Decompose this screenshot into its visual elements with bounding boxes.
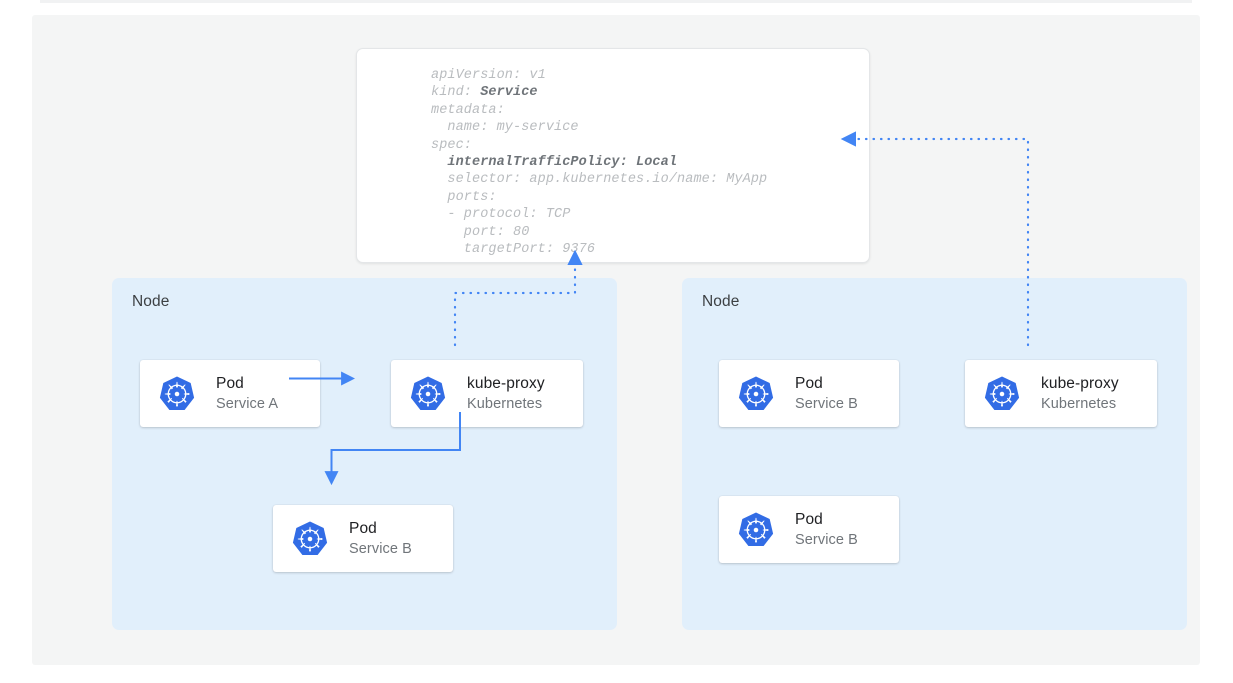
card-subtitle: Service B <box>795 531 858 548</box>
card-pod-service-b-left[interactable]: Pod Service B <box>273 505 453 572</box>
card-title: Pod <box>795 510 823 528</box>
node-left-label: Node <box>132 293 170 310</box>
kubernetes-icon <box>158 375 196 413</box>
top-strip <box>40 0 1192 3</box>
yaml-line: apiVersion: v1 <box>431 68 546 83</box>
kubernetes-icon <box>291 520 329 558</box>
yaml-line: metadata: <box>431 102 505 118</box>
yaml-line: internalTrafficPolicy: Local <box>431 155 678 171</box>
card-kube-proxy-right[interactable]: kube-proxy Kubernetes <box>965 360 1157 427</box>
yaml-line: kind: Service <box>431 85 538 101</box>
kubernetes-icon <box>737 511 775 549</box>
kubernetes-icon <box>983 375 1021 413</box>
card-kube-proxy-left[interactable]: kube-proxy Kubernetes <box>391 360 583 427</box>
card-title: Pod <box>349 519 377 537</box>
card-subtitle: Kubernetes <box>1041 395 1117 412</box>
card-subtitle: Service B <box>795 395 858 412</box>
card-pod-service-b-right[interactable]: Pod Service B <box>719 360 899 427</box>
card-subtitle: Service B <box>349 540 412 557</box>
yaml-line: - protocol: TCP <box>431 207 571 223</box>
card-pod-service-a[interactable]: Pod Service A <box>140 360 320 427</box>
node-panel-right: Node <box>682 278 1187 630</box>
card-subtitle: Kubernetes <box>467 395 543 412</box>
card-title: kube-proxy <box>1041 374 1119 392</box>
yaml-line: name: my-service <box>431 120 579 136</box>
card-title: Pod <box>216 374 244 392</box>
card-subtitle: Service A <box>216 395 279 412</box>
yaml-line: port: 80 <box>431 224 530 240</box>
yaml-line: targetPort: 9376 <box>431 242 596 258</box>
kubernetes-icon <box>409 375 447 413</box>
node-right-label: Node <box>702 293 740 310</box>
yaml-line: spec: <box>431 137 473 153</box>
card-pod-service-b-right-2[interactable]: Pod Service B <box>719 496 899 563</box>
card-title: kube-proxy <box>467 374 545 392</box>
yaml-line: selector: app.kubernetes.io/name: MyApp <box>431 172 768 188</box>
card-title: Pod <box>795 374 823 392</box>
kubernetes-icon <box>737 375 775 413</box>
yaml-line: ports: <box>431 189 497 205</box>
node-panel-left: Node <box>112 278 617 630</box>
